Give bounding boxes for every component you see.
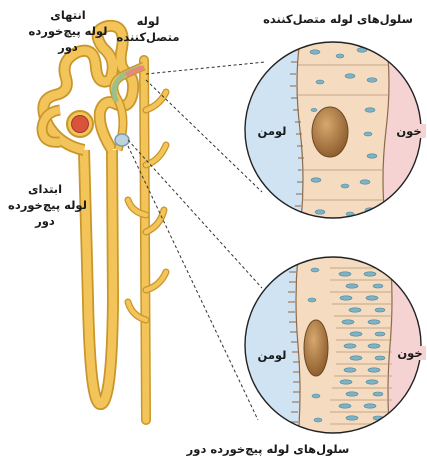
early-distal-segment — [115, 134, 129, 146]
label-early-distal-line1: ابتدای — [10, 182, 80, 196]
label-late-distal-line1: انتهای — [38, 8, 98, 22]
label-lumen-bottom: لومن — [252, 348, 292, 362]
label-late-distal-line3: دور — [38, 40, 98, 54]
label-collecting-duct-line2: متصل‌کننده — [108, 30, 188, 44]
label-late-distal-line2: لوله پیچ‌خورده — [18, 24, 118, 38]
label-collecting-duct-line1: لوله — [118, 14, 178, 28]
glomerulus — [72, 116, 89, 133]
label-lumen-top: لومن — [252, 124, 292, 138]
nucleus-top — [312, 107, 348, 157]
label-early-distal-line3: دور — [10, 214, 80, 228]
label-early-distal-line2: لوله پیچ‌خورده — [0, 198, 95, 212]
nucleus-bottom — [304, 320, 328, 376]
label-distal-tubule-cells: سلول‌های لوله پیچ‌خورده دور — [178, 442, 358, 456]
label-collecting-duct-cells: سلول‌های لوله متصل‌کننده — [258, 12, 418, 26]
label-blood-top: خون — [392, 124, 426, 138]
label-blood-bottom: خون — [394, 346, 426, 360]
